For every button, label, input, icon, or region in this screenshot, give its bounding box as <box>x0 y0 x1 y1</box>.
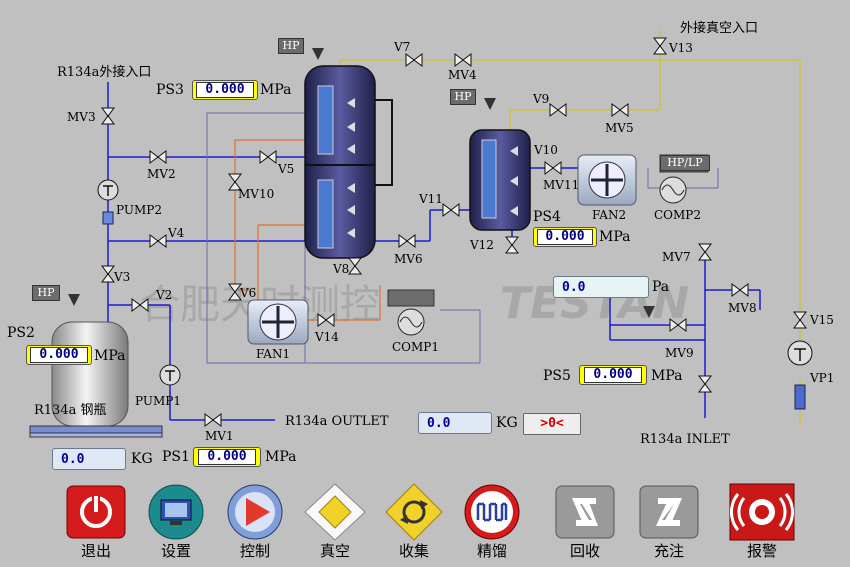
valve-mv1[interactable]: MV1 <box>205 429 234 443</box>
ps2-value-box: 0.000 <box>26 345 92 365</box>
valve-v10[interactable]: V10 <box>534 143 558 157</box>
valve-v6[interactable]: V6 <box>240 286 257 300</box>
vacuum-pa-value: 0.0 <box>562 279 586 295</box>
r134a-outlet-label: R134a OUTLET <box>285 414 389 429</box>
valve-v13[interactable]: V13 <box>669 41 693 55</box>
valve-v8[interactable]: V8 <box>333 262 350 276</box>
hp-switch-main: HP <box>278 38 304 54</box>
hp-switch-second: HP <box>450 89 476 105</box>
alarm-button-label[interactable]: 报警 <box>746 542 777 560</box>
valve-mv3[interactable]: MV3 <box>67 110 96 124</box>
distill-button-label[interactable]: 精馏 <box>476 542 507 560</box>
valve-mv2[interactable]: MV2 <box>147 167 176 181</box>
ps1-unit: MPa <box>265 449 297 465</box>
cylinder-weight-field: 0.0 <box>52 448 126 470</box>
pressure-switch-icons <box>68 48 655 318</box>
outlet-weight-field: 0.0 <box>418 412 492 434</box>
hp-switch-cylinder: HP <box>32 285 60 301</box>
pump2-label: PUMP2 <box>116 203 162 217</box>
valve-mv7[interactable]: MV7 <box>662 250 691 264</box>
vacuum-pa-field: 0.0 <box>553 276 649 298</box>
ps2-label: PS2 <box>7 325 35 341</box>
r134a-ext-inlet-label: R134a外接入口 <box>57 65 152 80</box>
r134a-cylinder <box>29 321 163 438</box>
ext-vacuum-inlet-label: 外接真空入口 <box>680 21 759 36</box>
pump1-label: PUMP1 <box>135 394 181 408</box>
ps1-label: PS1 <box>162 449 190 465</box>
ps3-value: 0.000 <box>196 82 254 98</box>
ps1-value-box: 0.000 <box>193 447 261 467</box>
comp1-label: COMP1 <box>392 340 440 354</box>
vacuum-pa-unit: Pa <box>652 279 670 295</box>
ps2-value: 0.000 <box>30 347 88 363</box>
collect-button-label[interactable]: 收集 <box>398 542 429 560</box>
ps3-value-box: 0.000 <box>192 80 258 100</box>
valve-mv6[interactable]: MV6 <box>394 252 423 266</box>
valve-v15[interactable]: V15 <box>810 313 834 327</box>
pipes-vacuum <box>339 30 801 425</box>
control-button-label[interactable]: 控制 <box>239 542 270 560</box>
ps3-unit: MPa <box>260 82 292 98</box>
valve-mv8[interactable]: MV8 <box>728 301 757 315</box>
fan2-label: FAN2 <box>592 208 627 222</box>
settings-button-label[interactable]: 设置 <box>160 542 191 560</box>
vp1-filter-icon <box>794 384 806 410</box>
pump-glyphs <box>103 185 806 381</box>
ps4-value-box: 0.000 <box>533 227 597 247</box>
ps4-value: 0.000 <box>537 229 593 245</box>
ps5-label: PS5 <box>543 368 571 384</box>
valve-v11[interactable]: V11 <box>419 192 443 206</box>
ps5-unit: MPa <box>651 368 683 384</box>
ps4-label: PS4 <box>533 209 561 225</box>
comp1-icon <box>387 289 435 336</box>
condenser-column <box>469 129 531 231</box>
ps1-value: 0.000 <box>197 449 257 465</box>
outlet-weight-value: 0.0 <box>427 415 451 431</box>
vacuum-button-label[interactable]: 真空 <box>319 542 350 560</box>
ps5-value-box: 0.000 <box>579 365 647 385</box>
ps2-unit: MPa <box>94 348 126 364</box>
valve-v3[interactable]: V3 <box>114 270 131 284</box>
fan1-icon <box>247 299 309 345</box>
charge-button-label[interactable]: 充注 <box>653 542 684 560</box>
vp1-label: VP1 <box>810 371 835 385</box>
recover-button-label[interactable]: 回收 <box>569 542 600 560</box>
hplp-switch: HP/LP <box>660 155 710 171</box>
valve-mv5[interactable]: MV5 <box>605 121 634 135</box>
valve-v7[interactable]: V7 <box>394 40 411 54</box>
valve-mv9[interactable]: MV9 <box>665 346 694 360</box>
cylinder-label: R134a 钢瓶 <box>34 403 107 418</box>
cylinder-weight-value: 0.0 <box>61 451 85 467</box>
valve-v12[interactable]: V12 <box>470 238 494 252</box>
valve-v5[interactable]: V5 <box>278 162 295 176</box>
valve-mv10[interactable]: MV10 <box>238 187 275 201</box>
outlet-weight-unit: KG <box>496 415 518 431</box>
valve-v2[interactable]: V2 <box>156 288 173 302</box>
filter-icon <box>102 211 114 225</box>
valve-v14[interactable]: V14 <box>315 330 339 344</box>
tare-button[interactable]: >0< <box>523 413 581 435</box>
ps4-unit: MPa <box>599 229 631 245</box>
valve-mv11[interactable]: MV11 <box>543 178 580 192</box>
exit-button-label[interactable]: 退出 <box>80 542 111 560</box>
comp2-label: COMP2 <box>654 208 702 222</box>
r134a-inlet-label: R134a INLET <box>640 432 730 447</box>
fan1-label: FAN1 <box>256 347 291 361</box>
ps5-value: 0.000 <box>583 367 643 383</box>
valve-v4[interactable]: V4 <box>168 226 185 240</box>
valve-icons <box>101 37 807 427</box>
distillation-column <box>304 65 393 259</box>
valve-v9[interactable]: V9 <box>533 92 550 106</box>
fan2-icon <box>577 154 637 206</box>
cylinder-weight-unit: KG <box>131 451 153 467</box>
valve-mv4[interactable]: MV4 <box>448 68 477 82</box>
ps3-label: PS3 <box>156 82 184 98</box>
